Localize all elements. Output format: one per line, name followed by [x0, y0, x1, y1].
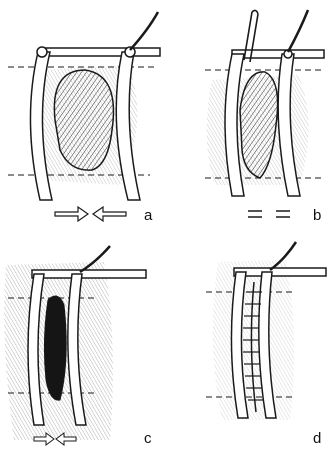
panel-label-b: b	[313, 208, 321, 223]
panel-label-d: d	[313, 431, 321, 446]
caliper-bar-a	[40, 48, 160, 56]
pivot-a	[37, 47, 47, 57]
panel-b	[205, 10, 324, 217]
panel-label-c: c	[144, 431, 152, 446]
wound-c	[44, 296, 66, 400]
arrow-right-a	[55, 207, 88, 221]
caliper-handle-a	[130, 12, 158, 50]
caliper-bar-c	[32, 270, 146, 278]
panel-c	[4, 246, 146, 445]
caliper-handle-b	[288, 10, 308, 52]
panel-d	[206, 242, 326, 420]
caliper-bar-d	[234, 268, 326, 276]
wound-a	[54, 70, 113, 170]
panel-a	[8, 12, 160, 221]
arrow-left-a	[93, 207, 126, 221]
panel-label-a: a	[144, 208, 152, 223]
